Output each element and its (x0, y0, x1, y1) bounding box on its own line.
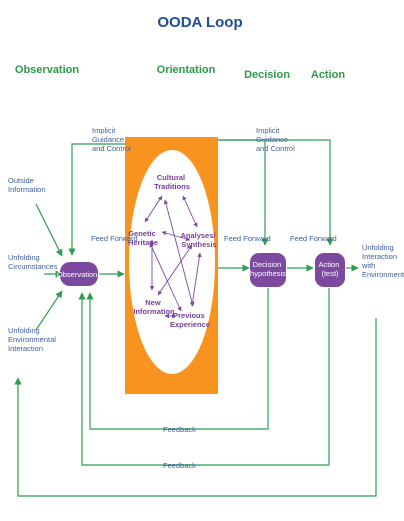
implicit-guidance-left-line (68, 143, 125, 256)
phase-action: Action (311, 69, 346, 81)
connector-lines (14, 139, 377, 497)
phase-decision: Decision (244, 69, 290, 81)
feedback-1-line (86, 288, 269, 430)
orientation-arrows (144, 195, 202, 319)
action-label: Action (test) (319, 260, 342, 278)
environmental-arrow (35, 290, 63, 331)
node-new-information: New Information (133, 298, 175, 316)
feed-forward-3-label: Feed Forward (290, 234, 337, 243)
feedback-2-line (78, 288, 330, 466)
implicit-guidance-right-line-1 (218, 139, 334, 246)
diagram-title: OODA Loop (157, 14, 242, 31)
outside-information-label: Outside Information (8, 176, 46, 194)
node-genetic-heritage: Genetic Heritage (128, 229, 158, 247)
unfolding-circumstances-label: Unfolding Circumstances (8, 253, 58, 271)
node-previous-experience: Previous Experience (170, 311, 210, 329)
implicit-guidance-left-label: Implicit Guidance and Control (92, 126, 131, 153)
feedback-2-label: Feedback (163, 461, 196, 470)
outer-loop-line (14, 318, 377, 497)
decision-label: Decision (hypothesis) (248, 260, 289, 278)
unfolding-environmental-interaction-label: Unfolding Environmental Interaction (8, 326, 58, 353)
phase-observation: Observation (15, 64, 79, 76)
feedback-1-label: Feedback (163, 425, 196, 434)
implicit-guidance-right-label: Implicit Guidance and Control (256, 126, 295, 153)
implicit-guidance-right-line-2 (218, 139, 269, 246)
decision-node (250, 253, 286, 287)
node-cultural-traditions: Cultural Traditions (154, 173, 190, 191)
phase-orientation: Orientation (157, 64, 216, 76)
output-label: Unfolding Interaction with Environment (361, 243, 404, 279)
node-analyses-synthesis: Analyses/ Synthesis (180, 231, 217, 249)
observations-node (60, 262, 98, 286)
observations-label: Observations (57, 270, 101, 279)
action-node (315, 253, 345, 287)
feed-forward-1-label: Feed Forward (91, 234, 138, 243)
feed-forward-2-label: Feed Forward (224, 234, 271, 243)
outside-info-arrow (35, 203, 63, 257)
